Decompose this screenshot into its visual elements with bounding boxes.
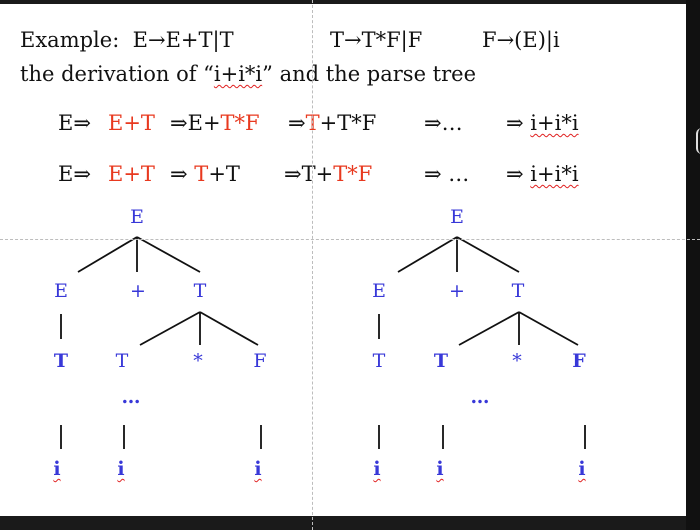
deriv2-step1: E+T: [108, 162, 155, 186]
deriv1-result: ⇒ i+i*i: [506, 111, 579, 135]
right-tree-star: *: [512, 350, 522, 372]
right-tree-leaf-1: i: [373, 458, 381, 480]
edge: [139, 311, 201, 346]
right-tree-t: T: [511, 280, 525, 302]
deriv2-start: E⇒: [58, 162, 91, 186]
right-tree-e: E: [372, 280, 386, 302]
left-tree-plus: +: [130, 280, 146, 302]
left-tree-f: F: [253, 350, 267, 372]
vertical-guide-line: [312, 0, 313, 530]
left-tree-leaf-3: i: [254, 458, 262, 480]
left-tree-dots: …: [121, 386, 141, 408]
left-tree-leaf-2: i: [117, 458, 125, 480]
subtitle-line: the derivation of “i+i*i” and the parse …: [20, 62, 477, 86]
example-label: Example:: [20, 28, 120, 52]
left-tree-t-under-e: T: [53, 350, 69, 372]
right-tree-plus: +: [449, 280, 465, 302]
left-tree-e: E: [54, 280, 68, 302]
right-tree-root: E: [450, 206, 464, 228]
deriv2-step2: ⇒ T+T: [170, 162, 240, 186]
horizontal-guide-line: [0, 239, 700, 240]
deriv2-ellipsis: ⇒ …: [424, 162, 470, 186]
deriv2-result: ⇒ i+i*i: [506, 162, 579, 186]
deriv1-step2: ⇒E+T*F: [170, 111, 260, 135]
edge: [456, 236, 520, 273]
left-tree-star: *: [193, 350, 203, 372]
right-tree-leaf-2: i: [436, 458, 444, 480]
edge: [397, 236, 458, 273]
right-tree-dots: …: [470, 386, 490, 408]
rule-t: T→T*F|F: [330, 28, 423, 52]
right-tree-t-under-e: T: [372, 350, 386, 372]
edge-handle: [696, 128, 700, 154]
target-string: i+i*i: [213, 62, 263, 86]
slide: Example: E→E+T|T T→T*F|F F→(E)|i the der…: [0, 4, 686, 516]
window-edge: [686, 0, 700, 530]
edge: [199, 311, 259, 346]
right-tree-t-under-t: T: [433, 350, 449, 372]
rule-f: F→(E)|i: [482, 28, 560, 52]
parse-tree-edges: [60, 236, 586, 449]
edge: [77, 236, 138, 273]
grammar-line: Example: E→E+T|T: [20, 30, 234, 51]
right-tree-leaf-3: i: [578, 458, 586, 480]
deriv1-start: E⇒: [58, 111, 91, 135]
deriv2-step3: ⇒T+T*F: [284, 162, 373, 186]
deriv1-ellipsis: ⇒…: [424, 111, 463, 135]
edge: [518, 311, 579, 346]
rule-e: E→E+T|T: [132, 28, 234, 52]
left-tree-t-under-t: T: [115, 350, 129, 372]
deriv1-step1: E+T: [108, 111, 155, 135]
right-tree-f: F: [572, 350, 586, 372]
left-tree-t: T: [193, 280, 207, 302]
left-tree-root: E: [130, 206, 144, 228]
edge: [458, 311, 520, 346]
edge: [136, 236, 201, 273]
left-tree-leaf-1: i: [53, 458, 61, 480]
